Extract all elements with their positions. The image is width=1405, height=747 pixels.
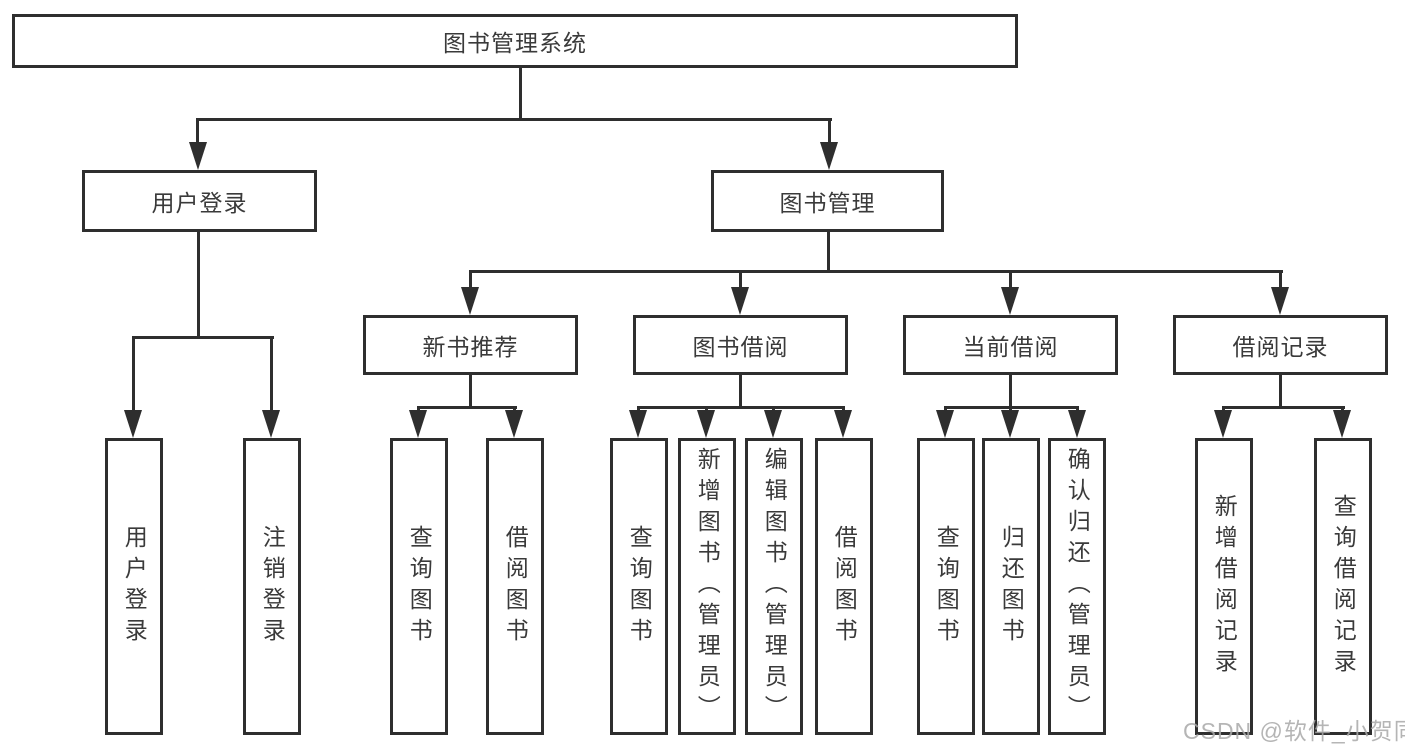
leaf-confirm-return-admin-label: 确认归还（管理员） xyxy=(1064,447,1091,726)
connector-line xyxy=(739,375,742,409)
arrowhead-down-icon xyxy=(189,142,207,170)
connector-line xyxy=(739,273,742,291)
connector-line xyxy=(196,121,199,146)
arrowhead-down-icon xyxy=(1333,410,1351,438)
leaf-query-borrowing-record: 查询借阅记录 xyxy=(1314,438,1372,735)
node-current-borrowing-label: 当前借阅 xyxy=(962,334,1059,360)
leaf-query-borrowing-record-label: 查询借阅记录 xyxy=(1330,493,1357,680)
node-user-login: 用户登录 xyxy=(82,170,317,232)
leaf-return-books: 归还图书 xyxy=(982,438,1040,735)
arrowhead-down-icon xyxy=(764,410,782,438)
arrowhead-down-icon xyxy=(1001,410,1019,438)
leaf-borrow-books-borrowing: 借阅图书 xyxy=(815,438,873,735)
connector-line xyxy=(1009,375,1012,409)
node-borrowing-records: 借阅记录 xyxy=(1173,315,1388,375)
node-new-book-recommendation: 新书推荐 xyxy=(363,315,578,375)
leaf-user-login: 用户登录 xyxy=(105,438,163,735)
leaf-borrow-books-recommend: 借阅图书 xyxy=(486,438,544,735)
connector-line xyxy=(827,232,830,273)
leaf-query-books-recommend: 查询图书 xyxy=(390,438,448,735)
leaf-query-books-current-label: 查询图书 xyxy=(933,524,960,649)
connector-line xyxy=(469,273,472,291)
node-user-login-label: 用户登录 xyxy=(151,190,248,216)
node-book-management-label: 图书管理 xyxy=(779,190,876,216)
connector-line xyxy=(1222,406,1345,409)
connector-line xyxy=(132,336,274,339)
arrowhead-down-icon xyxy=(820,142,838,170)
connector-line xyxy=(197,232,200,339)
leaf-query-books-current: 查询图书 xyxy=(917,438,975,735)
connector-line xyxy=(519,67,522,121)
leaf-add-borrowing-record-label: 新增借阅记录 xyxy=(1211,493,1238,680)
arrowhead-down-icon xyxy=(1001,287,1019,315)
leaf-edit-books-admin: 编辑图书（管理员） xyxy=(745,438,803,735)
connector-line xyxy=(417,406,517,409)
leaf-query-books-borrowing-label: 查询图书 xyxy=(626,524,653,649)
connector-line xyxy=(469,270,1283,273)
arrowhead-down-icon xyxy=(1271,287,1289,315)
arrowhead-down-icon xyxy=(697,410,715,438)
node-book-borrowing-label: 图书借阅 xyxy=(692,334,789,360)
arrowhead-down-icon xyxy=(629,410,647,438)
arrowhead-down-icon xyxy=(409,410,427,438)
node-book-borrowing: 图书借阅 xyxy=(633,315,848,375)
connector-line xyxy=(132,339,135,414)
node-library-system-label: 图书管理系统 xyxy=(443,30,587,56)
connector-line xyxy=(270,339,273,414)
leaf-add-borrowing-record: 新增借阅记录 xyxy=(1195,438,1253,735)
connector-line xyxy=(196,118,832,121)
leaf-borrow-books-borrowing-label: 借阅图书 xyxy=(831,524,858,649)
arrowhead-down-icon xyxy=(262,410,280,438)
leaf-add-books-admin: 新增图书（管理员） xyxy=(678,438,736,735)
arrowhead-down-icon xyxy=(124,410,142,438)
leaf-query-books-recommend-label: 查询图书 xyxy=(406,524,433,649)
node-current-borrowing: 当前借阅 xyxy=(903,315,1118,375)
connector-line xyxy=(1279,273,1282,291)
arrowhead-down-icon xyxy=(505,410,523,438)
node-borrowing-records-label: 借阅记录 xyxy=(1232,334,1329,360)
connector-line xyxy=(1279,375,1282,409)
arrowhead-down-icon xyxy=(1068,410,1086,438)
csdn-watermark: CSDN @软件_小贺同学 xyxy=(1183,718,1405,744)
leaf-return-books-label: 归还图书 xyxy=(998,524,1025,649)
connector-line xyxy=(637,406,845,409)
arrowhead-down-icon xyxy=(731,287,749,315)
leaf-query-books-borrowing: 查询图书 xyxy=(610,438,668,735)
arrowhead-down-icon xyxy=(1214,410,1232,438)
connector-line xyxy=(469,375,472,409)
connector-line xyxy=(1009,273,1012,291)
leaf-user-login-label: 用户登录 xyxy=(121,524,148,649)
arrowhead-down-icon xyxy=(936,410,954,438)
leaf-add-books-admin-label: 新增图书（管理员） xyxy=(694,447,721,726)
leaf-logout-label: 注销登录 xyxy=(259,524,286,649)
leaf-confirm-return-admin: 确认归还（管理员） xyxy=(1048,438,1106,735)
node-book-management: 图书管理 xyxy=(711,170,944,232)
arrowhead-down-icon xyxy=(461,287,479,315)
connector-line xyxy=(944,406,1079,409)
leaf-borrow-books-recommend-label: 借阅图书 xyxy=(502,524,529,649)
arrowhead-down-icon xyxy=(834,410,852,438)
node-library-system: 图书管理系统 xyxy=(12,14,1018,68)
leaf-edit-books-admin-label: 编辑图书（管理员） xyxy=(761,447,788,726)
node-new-book-recommendation-label: 新书推荐 xyxy=(422,334,519,360)
leaf-logout: 注销登录 xyxy=(243,438,301,735)
connector-line xyxy=(828,121,831,146)
